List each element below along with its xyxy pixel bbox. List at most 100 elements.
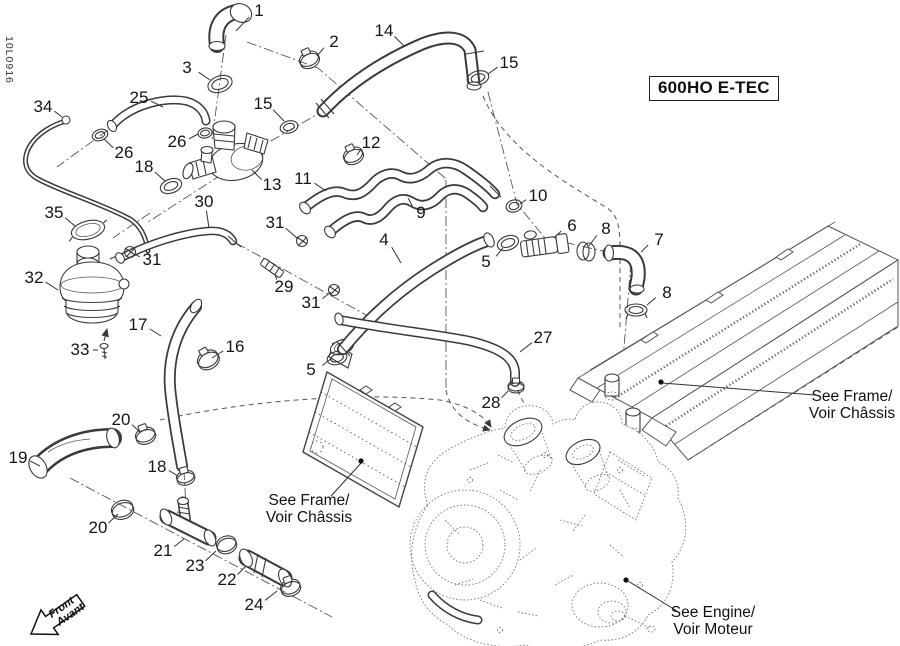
part-label-18: 18 [134, 157, 154, 176]
part-label-32: 32 [24, 268, 44, 287]
hose-9 [324, 184, 489, 239]
leader-line-16 [211, 350, 224, 359]
nut-31 [295, 234, 309, 248]
leader-line-19 [29, 460, 41, 467]
part-label-4: 4 [379, 230, 389, 249]
hose-11 [299, 157, 502, 215]
part-label-6: 6 [567, 216, 577, 235]
leader-line-10 [519, 199, 527, 205]
see-frame-right-label: See Frame/Voir Châssis [809, 388, 895, 422]
callout-leaders [330, 379, 816, 612]
leader-line-23 [205, 550, 217, 562]
leader-line-8 [646, 297, 657, 306]
leader-line-12 [356, 148, 362, 156]
leader-line-35 [64, 217, 76, 227]
see-engine-line2: Voir Moteur [673, 621, 753, 638]
coupler-hose-22 [238, 548, 293, 588]
clamp-20 [110, 499, 135, 520]
engine-intake [503, 417, 553, 475]
leader-line-11 [314, 182, 327, 192]
part-label-34: 34 [33, 97, 53, 116]
leader-line-24 [264, 590, 278, 601]
elbow-fitting-1 [208, 3, 253, 53]
leader-line-15 [487, 66, 498, 75]
document-code: 10L0916 [3, 36, 15, 84]
clamp-24 [279, 575, 302, 597]
leader-line-18 [154, 171, 166, 182]
part-label-9: 9 [416, 203, 426, 222]
part-label-33: 33 [70, 340, 90, 359]
part-label-15: 15 [499, 53, 519, 72]
clamp-18 [175, 466, 196, 486]
part-label-20: 20 [88, 518, 108, 537]
part-label-2: 2 [329, 32, 339, 51]
clamp-5 [326, 350, 348, 366]
screw-33 [99, 342, 109, 360]
part-label-17: 17 [128, 315, 148, 334]
leader-line-7 [640, 244, 649, 253]
ring-8 [576, 241, 596, 262]
hose-17 [163, 298, 203, 472]
part-label-8: 8 [601, 219, 611, 238]
leader-line-3 [198, 71, 211, 81]
part-label-26: 26 [167, 132, 187, 151]
nut-31 [123, 245, 137, 259]
part-label-26: 26 [114, 143, 134, 162]
leader-line-18 [168, 470, 179, 477]
part-label-30: 30 [194, 192, 214, 211]
frame-standpipe [625, 407, 641, 437]
engine [409, 401, 687, 646]
part-label-7: 7 [654, 230, 664, 249]
part-label-31: 31 [142, 250, 162, 269]
clamp-15 [279, 120, 299, 134]
leader-line-26 [103, 138, 114, 149]
part-label-22: 22 [217, 570, 237, 589]
see-frame-right-line2: Voir Châssis [808, 405, 896, 422]
part-label-24: 24 [244, 595, 264, 614]
see-frame-left-label: See Frame/Voir Châssis [266, 492, 352, 526]
leader-line-17 [149, 328, 162, 337]
hose-30 [115, 226, 242, 264]
clamp-28 [507, 377, 525, 394]
part-label-5: 5 [306, 360, 316, 379]
coolant-reservoir [59, 219, 130, 360]
hose-14 [315, 31, 485, 119]
leader-line-2 [316, 47, 325, 57]
leader-line-13 [251, 169, 262, 180]
part-label-23: 23 [185, 556, 205, 575]
part-label-11: 11 [294, 169, 312, 188]
leader-line-30 [205, 210, 210, 229]
leader-line-25 [150, 100, 164, 108]
leader-line-26 [188, 133, 199, 140]
clamp-16 [196, 346, 220, 371]
clamp-20 [134, 423, 157, 445]
leader-line-31 [134, 253, 141, 258]
see-engine-line1: See Engine/ [670, 604, 756, 621]
front-direction-arrow-icon: Front Avant [29, 593, 88, 636]
frame-standpipe [604, 373, 620, 401]
leader-line-31 [322, 291, 332, 300]
frame-tunnel [569, 221, 900, 461]
part-label-25: 25 [129, 88, 149, 107]
see-frame-left-line1: See Frame/ [268, 492, 350, 509]
leader-line-31 [285, 227, 299, 240]
leader-line-8 [588, 235, 598, 247]
part-label-28: 28 [481, 393, 501, 412]
leader-line-9 [407, 197, 413, 207]
engine-intake [565, 438, 610, 492]
hose-27 [334, 312, 521, 387]
leader-line-15 [272, 109, 285, 122]
fitting-29 [260, 258, 284, 278]
part-label-31: 31 [265, 213, 285, 232]
leader-line-5 [495, 247, 504, 257]
part-label-19: 19 [8, 448, 28, 467]
tee-fitting-21 [159, 496, 217, 547]
leader-line-34 [54, 110, 63, 118]
clamp-3 [207, 74, 233, 94]
part-label-35: 35 [44, 203, 64, 222]
part-label-29: 29 [274, 277, 294, 296]
radiator-panel [302, 338, 424, 509]
leader-line-32 [45, 281, 59, 291]
